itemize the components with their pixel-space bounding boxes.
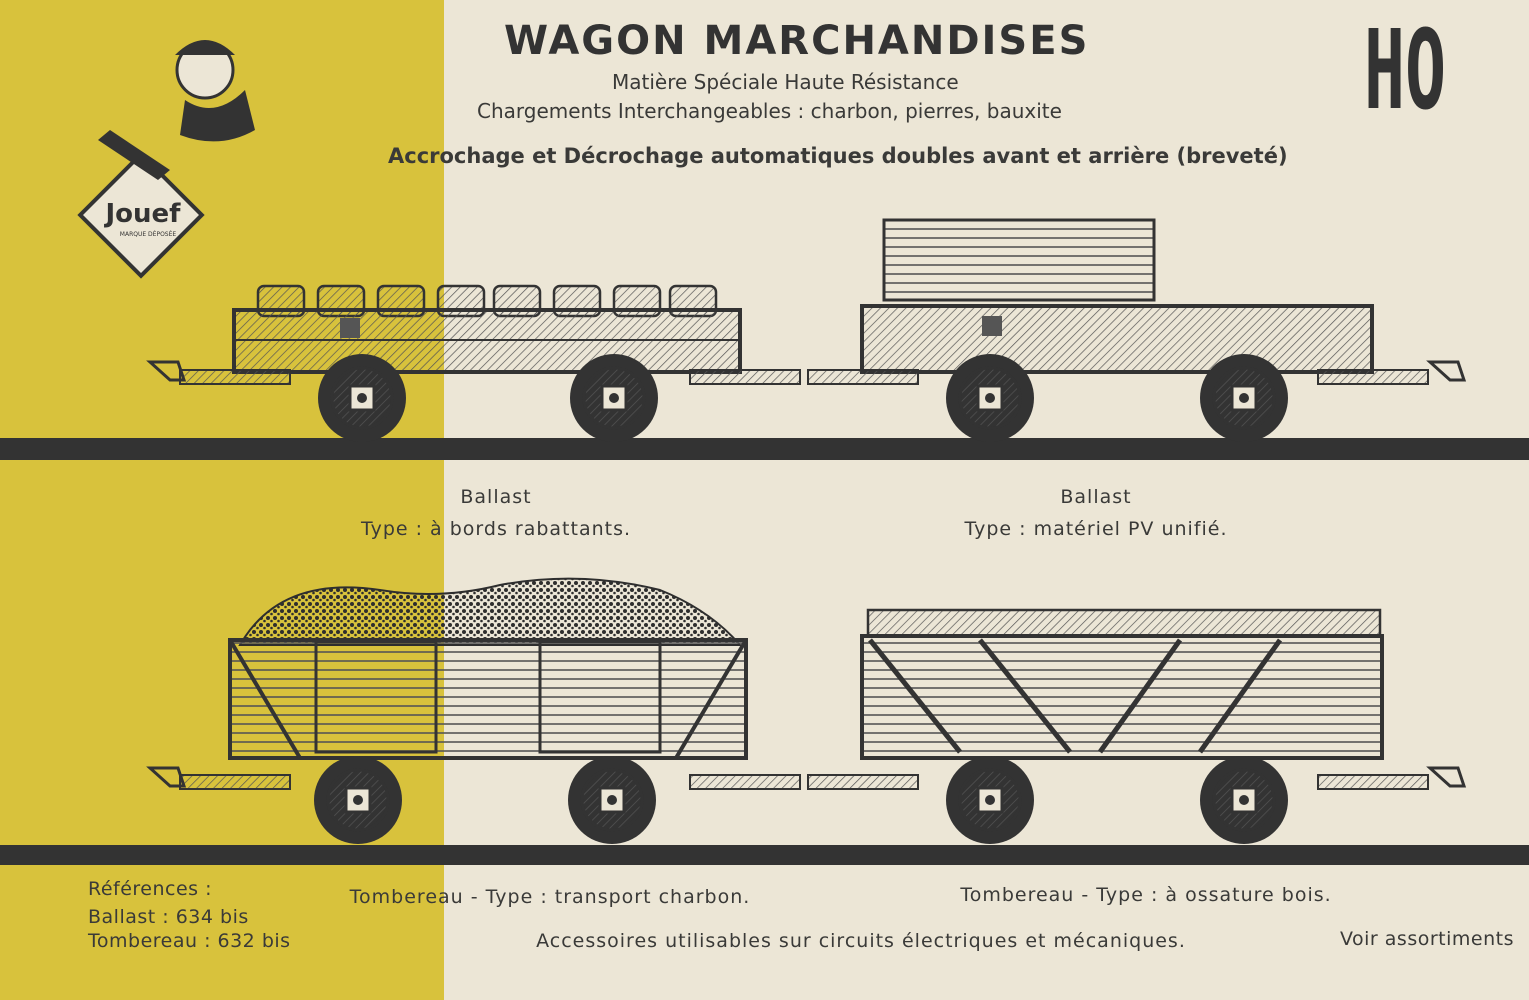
caption-wagon-4: Tombereau - Type : à ossature bois. <box>960 884 1332 906</box>
wagon-tombereau-charbon <box>148 577 801 846</box>
reference-tombereau: Tombereau : 632 bis <box>88 930 291 952</box>
subtitle-material: Matière Spéciale Haute Résistance <box>612 70 959 94</box>
wagon-ballast-rabattants <box>148 284 801 444</box>
references-heading: Références : <box>88 878 213 900</box>
see-assortments: Voir assortiments <box>1340 928 1514 950</box>
reference-ballast: Ballast : 634 bis <box>88 906 249 928</box>
jouef-brand-text: Jouef <box>104 199 182 229</box>
track-top <box>0 438 1529 460</box>
subtitle-coupling: Accrochage et Décrochage automatiques do… <box>388 144 1288 168</box>
caption-wagon-3: Tombereau - Type : transport charbon. <box>349 886 751 908</box>
wagon-ballast-pv-unifie <box>807 218 1466 444</box>
scale-label: HO <box>1364 6 1447 134</box>
subtitle-loads: Chargements Interchangeables : charbon, … <box>477 99 1062 123</box>
caption-wagon-1-type: Type : à bords rabattants. <box>360 518 632 540</box>
caption-wagon-1-name: Ballast <box>460 486 532 508</box>
caption-wagon-2-name: Ballast <box>1060 486 1132 508</box>
accessories-note: Accessoires utilisables sur circuits éle… <box>536 930 1186 952</box>
caption-wagon-2-type: Type : matériel PV unifié. <box>964 518 1228 540</box>
jouef-logo: Jouef MARQUE DÉPOSÉE <box>77 40 255 279</box>
track-bottom <box>0 845 1529 865</box>
jouef-trademark-text: MARQUE DÉPOSÉE <box>120 230 177 238</box>
page-title: WAGON MARCHANDISES <box>504 18 1090 64</box>
wagon-tombereau-bois <box>807 608 1466 846</box>
